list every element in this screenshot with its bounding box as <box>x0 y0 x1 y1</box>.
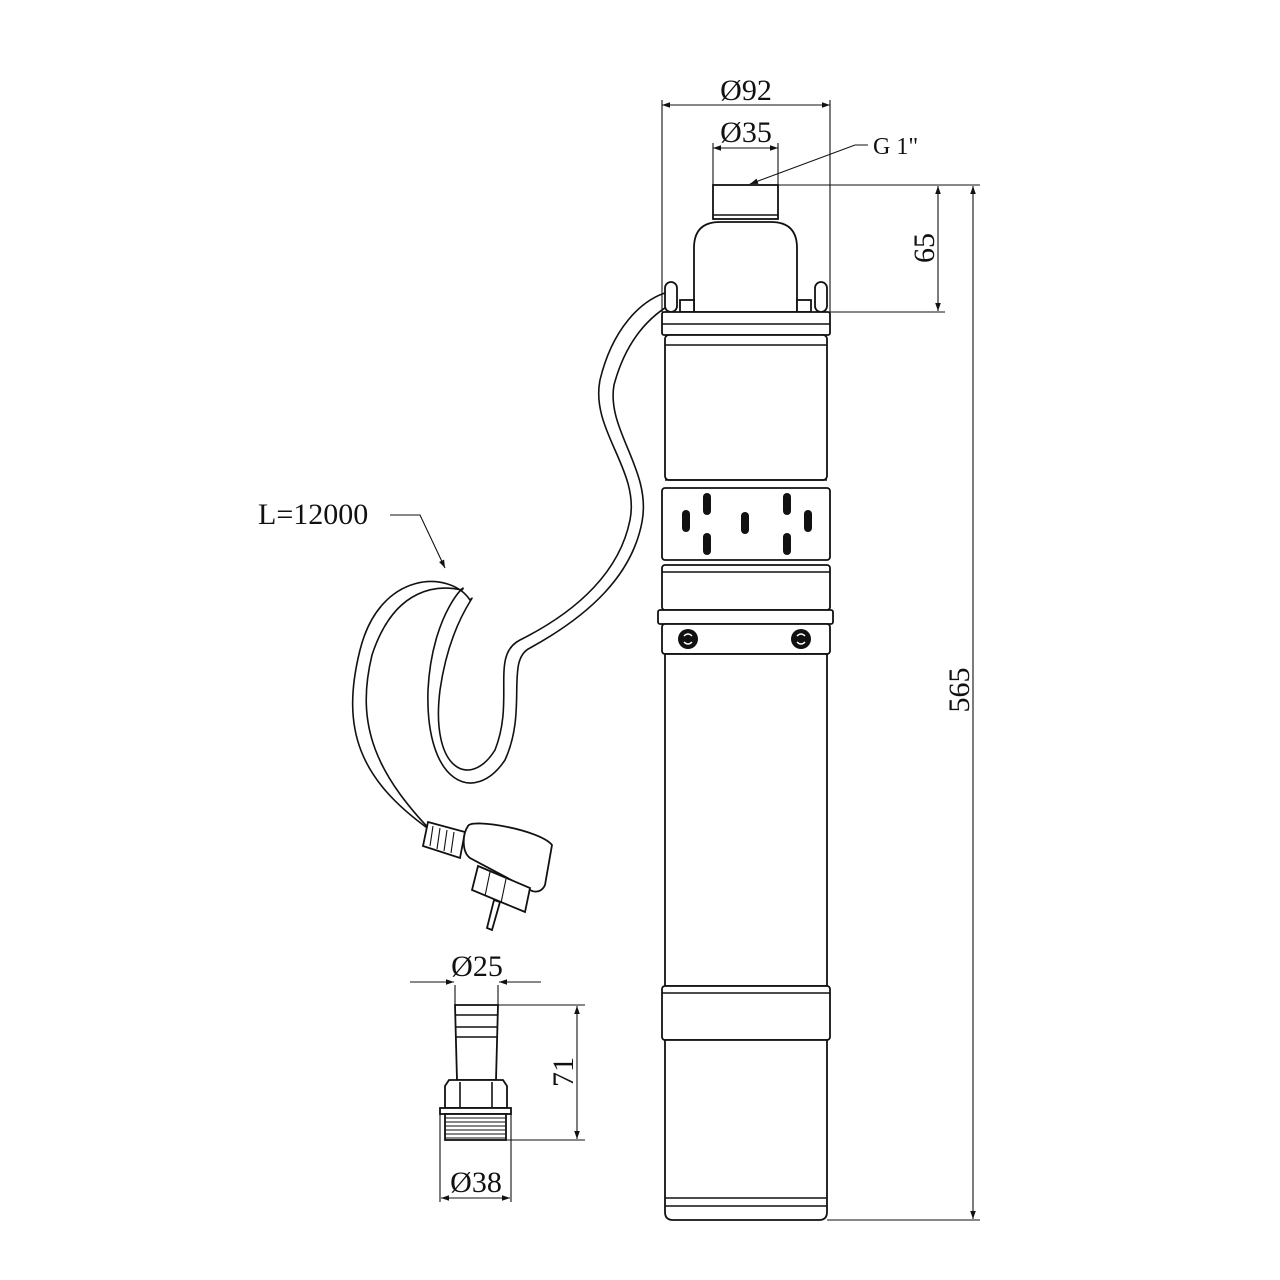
dimension-pump-diameter: Ø92 <box>661 74 831 312</box>
hose-fitting <box>439 1004 512 1141</box>
dimension-fitting-barb-diameter: Ø25 <box>410 950 541 1005</box>
outlet-nozzle <box>712 184 779 220</box>
dimension-outlet-diameter: Ø35 <box>712 116 779 185</box>
pump-body <box>657 184 834 1221</box>
fitting-thread-diameter-label: Ø38 <box>450 1166 502 1199</box>
outlet-diameter-label: Ø35 <box>720 116 772 149</box>
cable-length-label: L=12000 <box>258 498 368 531</box>
outlet-thread-label: G 1" <box>873 134 918 160</box>
fitting-barb-diameter-label: Ø25 <box>451 950 503 983</box>
pump-diameter-label: Ø92 <box>720 74 772 107</box>
fitting-length-label: 71 <box>547 1057 580 1087</box>
total-length-label: 565 <box>943 668 976 713</box>
cable-length-annotation: L=12000 <box>258 498 446 569</box>
power-plug <box>421 820 553 932</box>
dimension-fitting-length: 71 <box>498 1004 585 1141</box>
dimension-head-height: 65 <box>778 184 980 313</box>
motor-tube <box>664 653 828 987</box>
power-cable <box>351 291 676 841</box>
screw-icon <box>678 629 698 649</box>
outlet-thread-callout: G 1" <box>749 134 918 185</box>
motor-bottom <box>664 1039 828 1221</box>
pump-head <box>693 221 798 313</box>
intake-slots <box>682 493 812 555</box>
upper-section <box>664 334 828 481</box>
screw-icon <box>791 629 811 649</box>
collar <box>657 609 834 625</box>
dimension-fitting-thread-diameter: Ø38 <box>439 1114 512 1202</box>
head-height-label: 65 <box>908 233 941 263</box>
dimension-total-length: 565 <box>827 186 980 1221</box>
lower-band <box>661 985 831 1041</box>
